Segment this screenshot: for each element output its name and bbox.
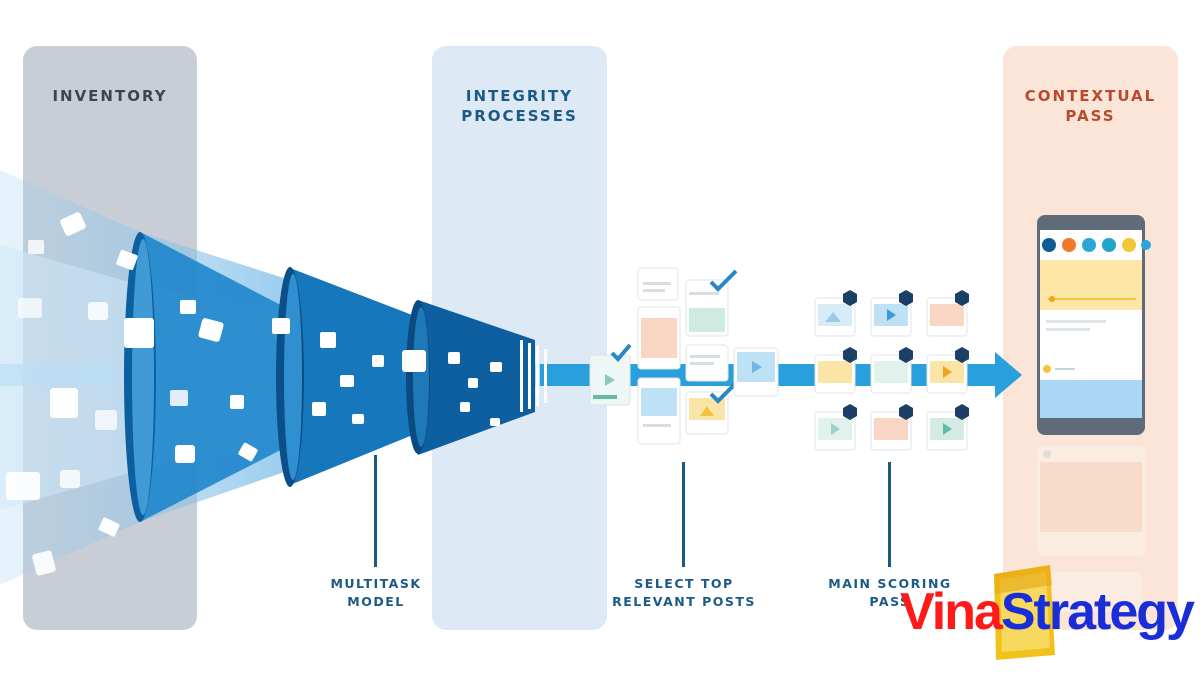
content-cards xyxy=(6,212,502,576)
scoring-label: MAIN SCORING PASS xyxy=(810,575,970,611)
watermark-part2: Strategy xyxy=(1000,583,1195,641)
rank-badge xyxy=(843,290,857,306)
multitask-label: MULTITASK MODEL xyxy=(305,575,447,611)
watermark: VinaStrategy xyxy=(900,582,1195,642)
multitask-label-line1: MULTITASK xyxy=(330,576,422,591)
connector-select xyxy=(682,462,685,567)
contextual-title: CONTEXTUAL PASS xyxy=(1003,86,1178,126)
story-dot xyxy=(1082,238,1096,252)
connector-scoring xyxy=(888,462,891,567)
watermark-part1: Vina xyxy=(900,583,1003,641)
multitask-label-line2: MODEL xyxy=(347,594,405,609)
integrity-title-line2: PROCESSES xyxy=(461,107,578,125)
phone-feed xyxy=(1037,215,1151,612)
contextual-title-line1: CONTEXTUAL xyxy=(1024,87,1157,105)
ranked-posts xyxy=(814,290,969,451)
inventory-title: INVENTORY xyxy=(52,87,168,105)
watermark-logo-tile xyxy=(994,565,1055,660)
funnel-3 xyxy=(406,300,547,455)
select-label-line1: SELECT TOP xyxy=(634,576,734,591)
selected-posts xyxy=(589,267,779,445)
story-dot xyxy=(1141,240,1151,250)
contextual-title-line2: PASS xyxy=(1065,107,1116,125)
flow-arrow-head xyxy=(995,352,1022,398)
story-dot xyxy=(1102,238,1116,252)
story-dot xyxy=(1042,238,1056,252)
select-label-line2: RELEVANT POSTS xyxy=(612,594,756,609)
select-label: SELECT TOP RELEVANT POSTS xyxy=(600,575,768,611)
integrity-title-line1: INTEGRITY xyxy=(465,87,574,105)
story-dot xyxy=(1062,238,1076,252)
story-dot xyxy=(1122,238,1136,252)
integrity-title: INTEGRITY PROCESSES xyxy=(432,86,607,126)
scoring-label-line2: PASS xyxy=(869,594,911,609)
connector-multitask xyxy=(374,455,377,567)
scoring-label-line1: MAIN SCORING xyxy=(828,576,952,591)
